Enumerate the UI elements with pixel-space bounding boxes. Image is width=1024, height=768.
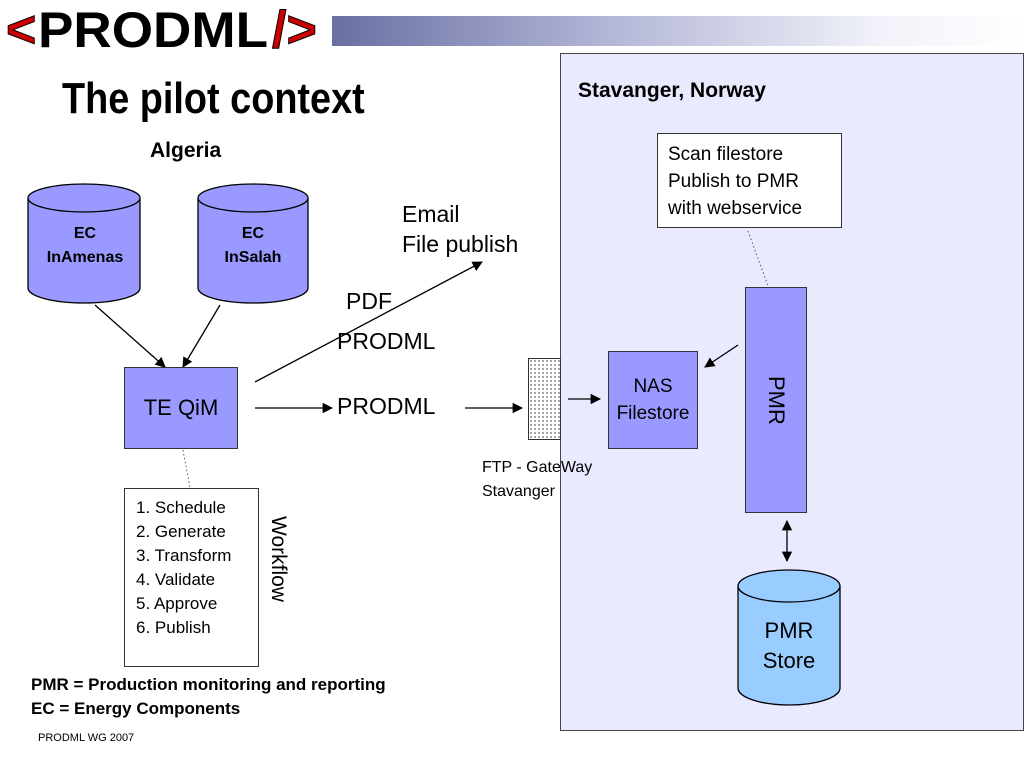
- scan-line: with webservice: [668, 198, 803, 219]
- dotted-link-scan-to-pmr: [747, 230, 769, 287]
- pmr-vertical-label: PMR: [764, 375, 789, 425]
- ec-insalah-database-icon: [197, 183, 309, 304]
- abbreviation-legend: PMR = Production monitoring and reportin…: [31, 673, 386, 721]
- legend-ec: EC = Energy Components: [31, 699, 241, 718]
- ftp-gateway-label: FTP - GateWay Stavanger: [482, 456, 592, 504]
- nas-line1: NAS: [633, 376, 673, 397]
- pmr-system-box: PMR: [745, 287, 807, 513]
- ec-insalah-label: EC InSalah: [196, 222, 310, 270]
- dotted-link-teqim-to-workflow: [182, 449, 191, 489]
- ec-inamenas-database-icon: [27, 183, 141, 304]
- ec-inamenas-line2: InAmenas: [46, 249, 124, 266]
- ftp-gateway-box: [528, 358, 561, 440]
- arrow-pmr-to-nas: [704, 344, 739, 368]
- pmr-store-line2: Store: [762, 648, 816, 673]
- legend-pmr: PMR = Production monitoring and reportin…: [31, 675, 386, 694]
- email-file-publish-label: Email File publish: [402, 199, 518, 259]
- svg-text:/>: />: [272, 1, 317, 56]
- te-qim-box: TE QiM: [124, 367, 238, 449]
- workflow-step: 3. Transform: [136, 546, 232, 565]
- ec-inamenas-line1: EC: [73, 225, 97, 242]
- stavanger-label: Stavanger, Norway: [578, 79, 766, 102]
- prodml-lower-label: PRODML: [337, 393, 436, 419]
- arrow-inamenas-to-teqim: [94, 304, 166, 368]
- ec-insalah-line1: EC: [241, 225, 265, 242]
- pmr-store-label: PMR Store: [736, 616, 842, 676]
- svg-text:<: <: [6, 1, 36, 56]
- arrow-teqim-to-email: [254, 261, 483, 383]
- workflow-vertical-label: Workflow: [267, 516, 290, 602]
- prodml-logo: < PRODML />: [6, 1, 318, 57]
- ftp-gateway-line2: Stavanger: [482, 483, 555, 500]
- pmr-store-line1: PMR: [764, 618, 814, 643]
- pmr-store-database-icon: [737, 569, 841, 706]
- nas-line2: Filestore: [616, 403, 690, 424]
- slide-title: The pilot context: [62, 74, 365, 123]
- scan-line: Scan filestore: [668, 144, 784, 165]
- ec-inamenas-label: EC InAmenas: [26, 222, 144, 270]
- prodml-upper-label: PRODML: [337, 328, 436, 354]
- workflow-step: 2. Generate: [136, 522, 226, 541]
- scan-line: Publish to PMR: [668, 171, 799, 192]
- workflow-step: 6. Publish: [136, 618, 211, 637]
- pdf-label: PDF: [346, 288, 392, 314]
- workflow-step: 4. Validate: [136, 570, 216, 589]
- file-publish-label: File publish: [402, 231, 519, 257]
- workflow-step: 1. Schedule: [136, 498, 226, 517]
- workflow-step: 5. Approve: [136, 594, 218, 613]
- nas-filestore-box: NAS Filestore: [608, 351, 698, 449]
- algeria-label: Algeria: [150, 139, 222, 162]
- arrow-insalah-to-teqim: [182, 304, 221, 368]
- footer-text: PRODML WG 2007: [38, 732, 135, 744]
- email-label: Email: [402, 201, 460, 227]
- svg-text:PRODML: PRODML: [38, 2, 268, 56]
- scan-filestore-note: Scan filestore Publish to PMR with webse…: [657, 133, 842, 228]
- header-gradient-bar: [332, 16, 1024, 46]
- ec-insalah-line2: InSalah: [224, 249, 282, 266]
- ftp-gateway-line1: FTP - GateWay: [482, 459, 593, 476]
- workflow-steps-box: 1. Schedule 2. Generate 3. Transform 4. …: [124, 488, 259, 667]
